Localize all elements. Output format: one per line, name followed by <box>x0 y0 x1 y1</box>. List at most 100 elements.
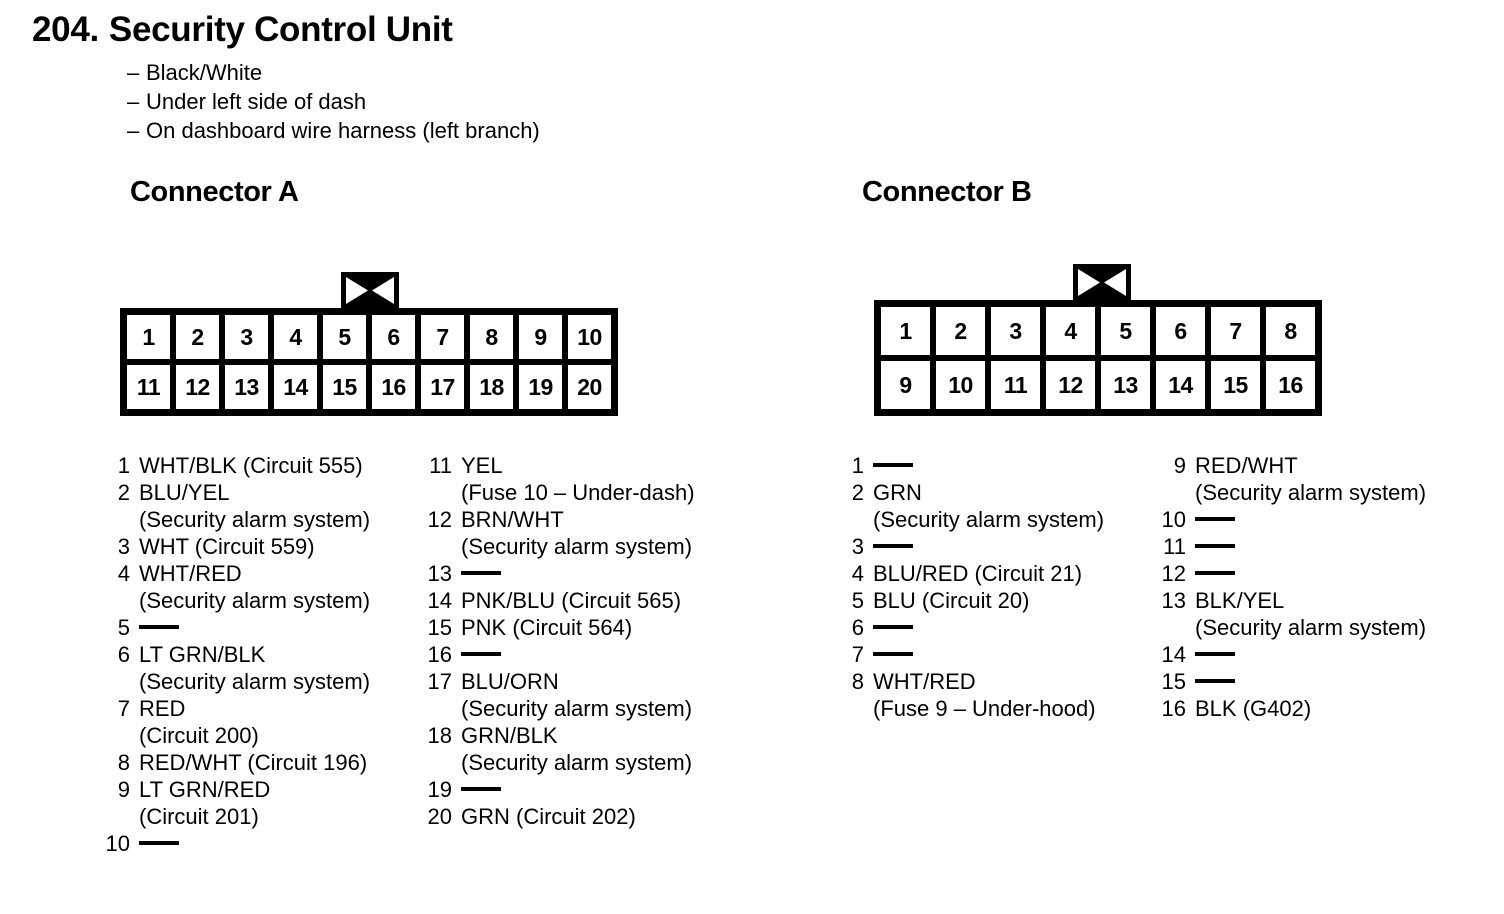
pin-description-detail: (Security alarm system) <box>1195 615 1427 640</box>
pin-empty-dash-icon <box>461 641 728 668</box>
pin-list-item: 10 <box>96 830 416 857</box>
pin-list-item: 1 <box>830 452 1130 479</box>
bowtie-latch-icon <box>341 272 399 308</box>
pin-cell[interactable]: 6 <box>372 315 415 359</box>
pin-cell[interactable]: 12 <box>176 365 219 409</box>
pin-empty-dash-icon <box>461 560 728 587</box>
empty-dash-line <box>139 625 179 629</box>
pin-description: BLK (G402) <box>1195 696 1312 721</box>
pin-cell[interactable]: 16 <box>1266 361 1315 409</box>
pin-cell[interactable]: 1 <box>881 307 930 355</box>
pin-cell[interactable]: 4 <box>1046 307 1095 355</box>
pin-cell[interactable]: 14 <box>1156 361 1205 409</box>
pin-row-top: 1 2 3 4 5 6 7 8 <box>881 307 1315 355</box>
pin-number: 19 <box>427 777 452 802</box>
pin-description: BRN/WHT <box>461 507 564 532</box>
pin-cell[interactable]: 11 <box>127 365 170 409</box>
bullet-dash-icon: – <box>127 89 140 114</box>
pin-description: PNK/BLU (Circuit 565) <box>461 588 682 613</box>
pin-list-item: 14 <box>1152 641 1472 668</box>
pin-description: BLU/RED (Circuit 21) <box>873 561 1083 586</box>
pin-cell[interactable]: 8 <box>470 315 513 359</box>
pin-row-bottom: 11 12 13 14 15 16 17 18 19 20 <box>127 365 611 409</box>
pin-empty-dash-icon <box>1195 560 1472 587</box>
empty-dash-line <box>1195 679 1235 683</box>
pin-description: GRN/BLK <box>461 723 558 748</box>
unit-description-text: Under left side of dash <box>146 89 367 114</box>
pin-cell[interactable]: 9 <box>881 361 930 409</box>
pin-description: GRN (Circuit 202) <box>461 804 636 829</box>
pin-cell[interactable]: 7 <box>421 315 464 359</box>
empty-dash-line <box>461 787 501 791</box>
pin-cell[interactable]: 19 <box>519 365 562 409</box>
pin-cell[interactable]: 10 <box>568 315 611 359</box>
pin-cell[interactable]: 2 <box>176 315 219 359</box>
pin-description: BLK/YEL <box>1195 588 1285 613</box>
pin-number: 16 <box>1161 696 1186 721</box>
pin-description-detail: (Security alarm system) <box>461 534 693 559</box>
pin-list-item: 11 YEL <box>418 452 728 479</box>
pin-cell[interactable]: 20 <box>568 365 611 409</box>
pin-list-item: 12 <box>1152 560 1472 587</box>
pin-cell[interactable]: 7 <box>1211 307 1260 355</box>
pin-cell[interactable]: 5 <box>1101 307 1150 355</box>
bowtie-latch-icon <box>1073 264 1131 300</box>
bullet-dash-icon: – <box>127 60 140 85</box>
pin-cell[interactable]: 10 <box>936 361 985 409</box>
pin-cell[interactable]: 14 <box>274 365 317 409</box>
pin-cell[interactable]: 6 <box>1156 307 1205 355</box>
pin-number: 13 <box>427 561 452 586</box>
pin-list-item: 5 <box>96 614 416 641</box>
pin-cell[interactable]: 9 <box>519 315 562 359</box>
pin-description-detail: (Circuit 201) <box>139 804 259 829</box>
pin-description: RED/WHT <box>1195 453 1298 478</box>
pin-row-bottom: 9 10 11 12 13 14 15 16 <box>881 361 1315 409</box>
unit-description-item: –Under left side of dash <box>127 87 1032 116</box>
pin-description: BLU (Circuit 20) <box>873 588 1030 613</box>
pin-number: 5 <box>117 615 130 640</box>
pin-cell[interactable]: 3 <box>991 307 1040 355</box>
connector-b-heading: Connector B <box>862 176 1032 208</box>
pin-cell[interactable]: 15 <box>1211 361 1260 409</box>
connector-a-heading: Connector A <box>130 176 299 208</box>
empty-dash-line <box>873 544 913 548</box>
pin-description-detail: (Security alarm system) <box>461 696 693 721</box>
pin-cell[interactable]: 16 <box>372 365 415 409</box>
pin-description-detail: (Security alarm system) <box>139 588 371 613</box>
pin-description-detail: (Security alarm system) <box>139 669 371 694</box>
pin-cell[interactable]: 13 <box>225 365 268 409</box>
pin-number: 6 <box>851 615 864 640</box>
pin-cell[interactable]: 5 <box>323 315 366 359</box>
pin-cell[interactable]: 17 <box>421 365 464 409</box>
pin-cell[interactable]: 11 <box>991 361 1040 409</box>
pin-cell[interactable]: 15 <box>323 365 366 409</box>
empty-dash-line <box>461 571 501 575</box>
pin-list-item: 13 <box>418 560 728 587</box>
pin-number: 16 <box>427 642 452 667</box>
pin-number: 1 <box>117 453 130 478</box>
pin-cell[interactable]: 13 <box>1101 361 1150 409</box>
pin-cell[interactable]: 4 <box>274 315 317 359</box>
unit-description-list: –Black/White –Under left side of dash –O… <box>127 58 1032 145</box>
pin-description: YEL <box>461 453 503 478</box>
pin-cell[interactable]: 12 <box>1046 361 1095 409</box>
pin-description-detail: (Security alarm system) <box>139 507 371 532</box>
pin-number: 11 <box>429 453 452 478</box>
empty-dash-line <box>139 841 179 845</box>
empty-dash-line <box>873 463 913 467</box>
pin-cell[interactable]: 8 <box>1266 307 1315 355</box>
connector-b-diagram: 1 2 3 4 5 6 7 8 9 10 11 12 13 14 15 16 <box>874 264 1322 416</box>
pin-number: 13 <box>1161 588 1186 613</box>
page-title-text: Security Control Unit <box>108 10 453 49</box>
pin-cell[interactable]: 18 <box>470 365 513 409</box>
pin-cell[interactable]: 1 <box>127 315 170 359</box>
pin-number: 8 <box>117 750 130 775</box>
pin-number: 1 <box>851 453 864 478</box>
pin-cell[interactable]: 3 <box>225 315 268 359</box>
pin-cell[interactable]: 2 <box>936 307 985 355</box>
